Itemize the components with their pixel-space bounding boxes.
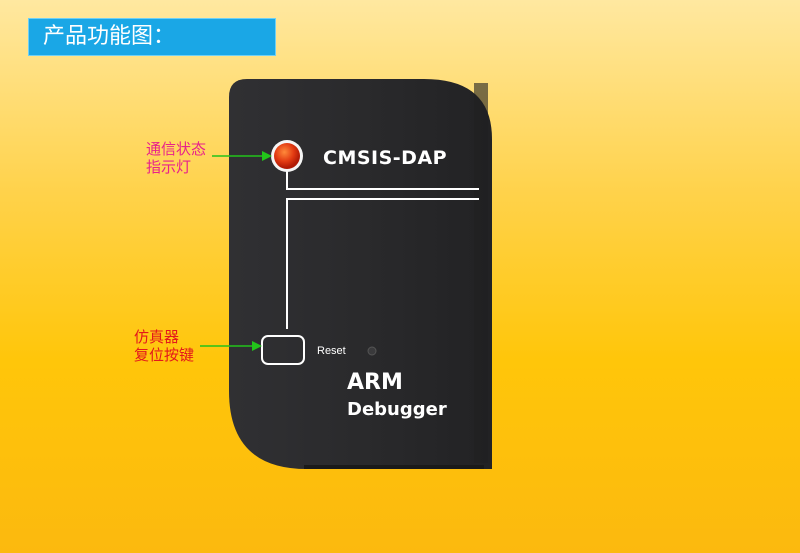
device-model-label: CMSIS-DAP — [323, 147, 448, 169]
debugger-device: CMSIS-DAP Reset ARM Debugger — [229, 79, 492, 469]
reset-button[interactable] — [261, 335, 305, 365]
title-banner: 产品功能图： — [28, 18, 276, 56]
arrow-right-icon — [200, 341, 262, 351]
status-led — [271, 140, 303, 172]
reset-label: Reset — [317, 345, 346, 357]
reset-hole — [367, 346, 377, 356]
arrow-right-icon — [212, 151, 272, 161]
callout-reset-line2: 复位按键 — [134, 346, 195, 364]
callout-status-led: 通信状态 指示灯 — [146, 140, 206, 176]
device-body — [229, 79, 492, 469]
brand-debugger: Debugger — [347, 399, 447, 420]
callout-reset-button: 仿真器 复位按键 — [134, 328, 194, 364]
callout-led-line1: 通信状态 — [146, 140, 207, 158]
callout-led-line2: 指示灯 — [146, 158, 192, 176]
title-text: 产品功能图： — [43, 24, 176, 49]
callout-reset-line1: 仿真器 — [134, 328, 180, 346]
brand-arm: ARM — [347, 370, 403, 395]
